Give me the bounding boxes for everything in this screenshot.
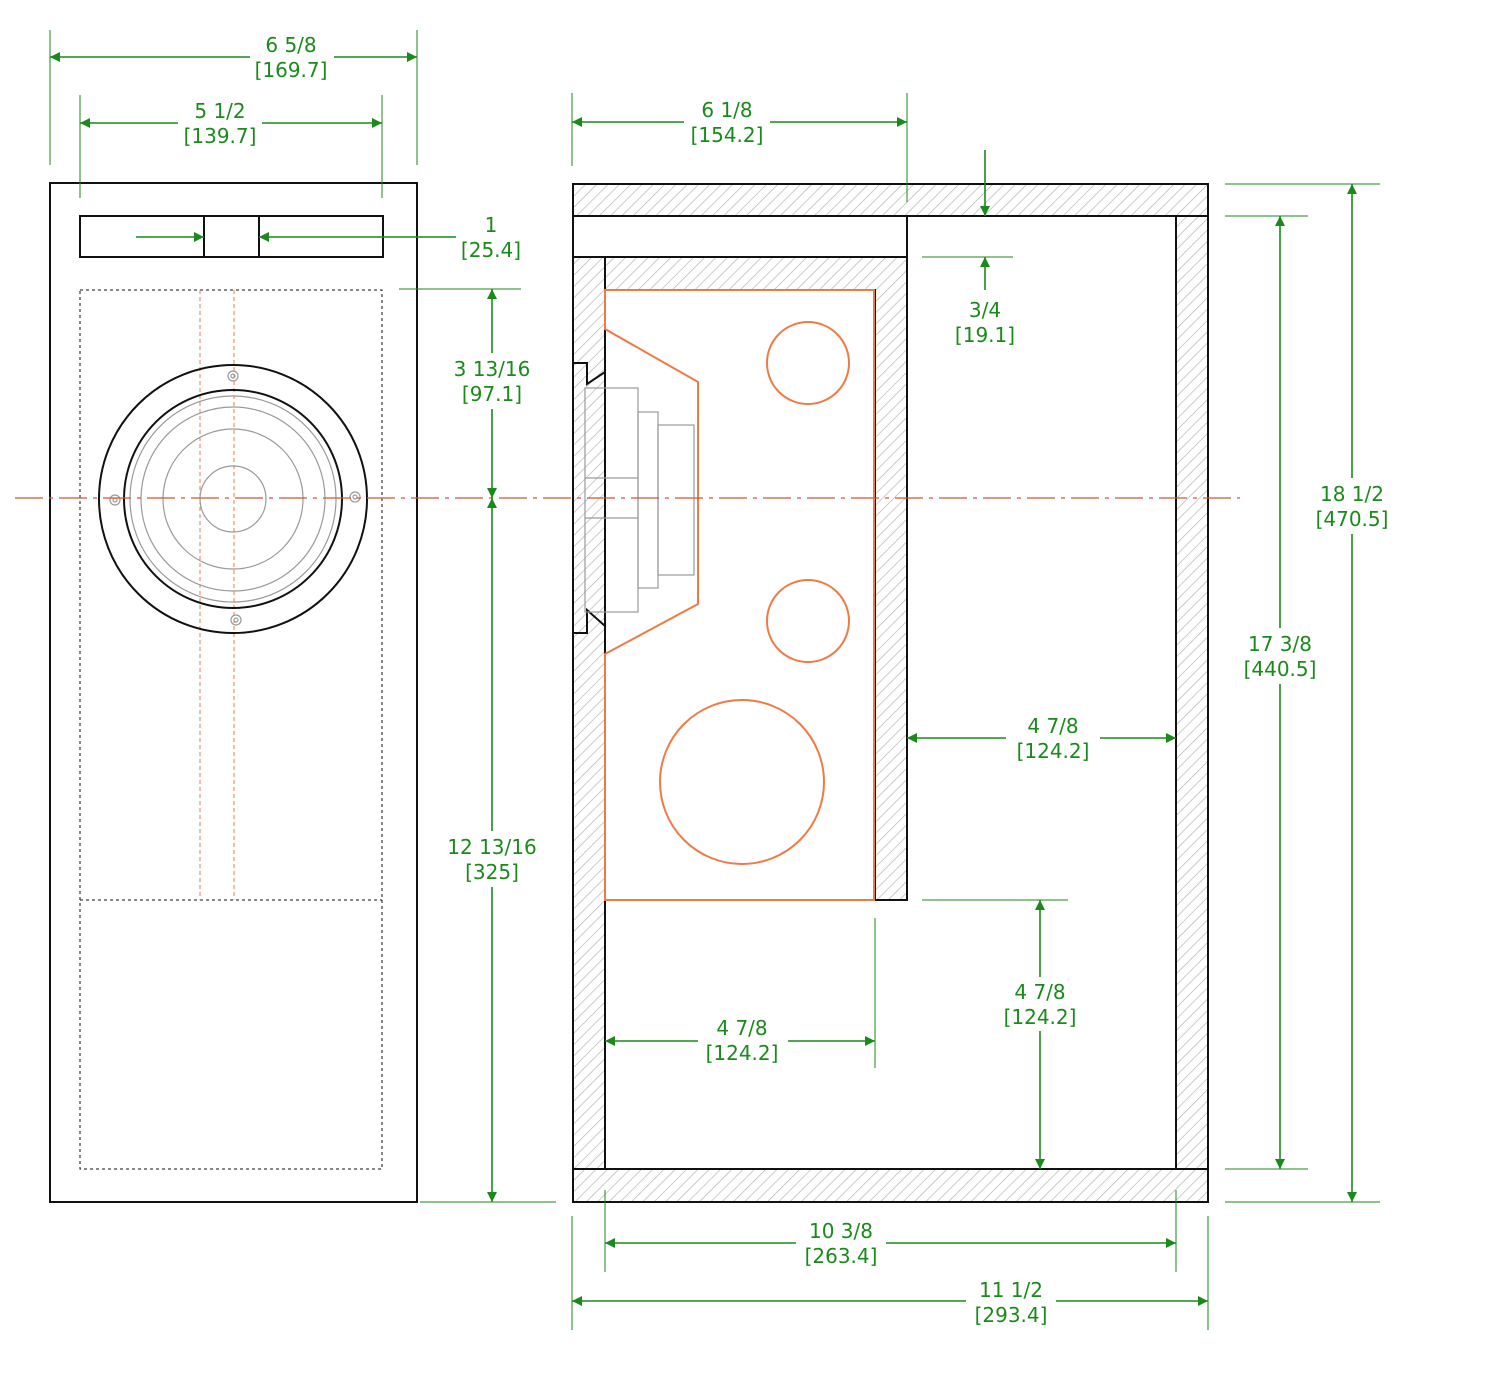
- dim-overall-height-metric: [470.5]: [1316, 507, 1389, 531]
- front-baffle: [572, 256, 606, 1170]
- driver-side: [573, 362, 695, 634]
- dim-port-height-imperial: 1: [485, 213, 498, 237]
- top-panel: [572, 183, 1209, 217]
- dim-inner-height-imperial: 17 3/8: [1248, 632, 1312, 656]
- dim-panel-thickness-metric: [19.1]: [955, 323, 1015, 347]
- dim-overall-depth: 11 1/2 [293.4]: [975, 1278, 1048, 1327]
- dim-inner-depth: 10 3/8 [263.4]: [805, 1219, 878, 1268]
- dim-baffle-depth-metric: [124.2]: [706, 1041, 779, 1065]
- dim-inner-depth-imperial: 10 3/8: [809, 1219, 873, 1243]
- internal-baffle-outline: [79, 289, 383, 1170]
- dim-baffle-depth-imperial: 4 7/8: [716, 1016, 767, 1040]
- dim-bottom-gap-metric: [124.2]: [1004, 1005, 1077, 1029]
- dim-driver-offset-metric: [97.1]: [462, 382, 522, 406]
- dim-driver-offset-imperial: 3 13/16: [454, 357, 531, 381]
- side-view: [572, 183, 1209, 1203]
- dim-bottom-gap-imperial: 4 7/8: [1014, 980, 1065, 1004]
- dim-overall-depth-metric: [293.4]: [975, 1303, 1048, 1327]
- dim-driver-to-bottom-imperial: 12 13/16: [447, 835, 536, 859]
- dim-overall-width-metric: [169.7]: [255, 58, 328, 82]
- brace-hole-top: [766, 321, 850, 405]
- dim-port-height: 1 [25.4]: [461, 213, 521, 262]
- dim-inner-height-metric: [440.5]: [1244, 657, 1317, 681]
- brace-outline: [604, 289, 875, 901]
- brace-hole-bottom: [659, 699, 825, 865]
- bottom-panel: [572, 1168, 1209, 1203]
- dim-top-depth: 6 1/8 [154.2]: [691, 98, 764, 147]
- dim-panel-thickness-imperial: 3/4: [969, 298, 1001, 322]
- dim-chamber-depth-metric: [124.2]: [1017, 739, 1090, 763]
- dim-inner-width-metric: [139.7]: [184, 124, 257, 148]
- dim-overall-depth-imperial: 11 1/2: [979, 1278, 1043, 1302]
- inner-panel: [604, 256, 908, 901]
- dim-port-height-metric: [25.4]: [461, 238, 521, 262]
- port-channel: [572, 215, 908, 258]
- dim-overall-width: 6 5/8 [169.7]: [255, 33, 328, 82]
- rear-panel: [1175, 215, 1209, 1170]
- dim-driver-to-bottom: 12 13/16 [325]: [447, 835, 536, 884]
- front-panel-outline: [49, 182, 418, 1203]
- dim-bottom-gap: 4 7/8 [124.2]: [1004, 980, 1077, 1029]
- dim-top-depth-metric: [154.2]: [691, 123, 764, 147]
- dim-chamber-depth: 4 7/8 [124.2]: [1017, 714, 1090, 763]
- dim-inner-width: 5 1/2 [139.7]: [184, 99, 257, 148]
- dim-top-depth-imperial: 6 1/8: [701, 98, 752, 122]
- driver-front: [98, 364, 368, 634]
- dim-baffle-depth: 4 7/8 [124.2]: [706, 1016, 779, 1065]
- brace-hole-middle: [766, 579, 850, 663]
- dim-inner-width-imperial: 5 1/2: [194, 99, 245, 123]
- front-view: [49, 182, 418, 1203]
- dimensions: 6 5/8 [169.7] 5 1/2 [139.7] 1 [25.4] 3 1…: [49, 30, 1398, 1330]
- dim-chamber-depth-imperial: 4 7/8: [1027, 714, 1078, 738]
- dim-inner-height: 17 3/8 [440.5]: [1244, 632, 1317, 681]
- dim-overall-height: 18 1/2 [470.5]: [1316, 482, 1389, 531]
- dim-inner-depth-metric: [263.4]: [805, 1244, 878, 1268]
- dim-overall-height-imperial: 18 1/2: [1320, 482, 1384, 506]
- dim-driver-to-bottom-metric: [325]: [465, 860, 519, 884]
- dim-overall-width-imperial: 6 5/8: [265, 33, 316, 57]
- dim-driver-offset: 3 13/16 [97.1]: [454, 357, 531, 406]
- dim-panel-thickness: 3/4 [19.1]: [955, 298, 1015, 347]
